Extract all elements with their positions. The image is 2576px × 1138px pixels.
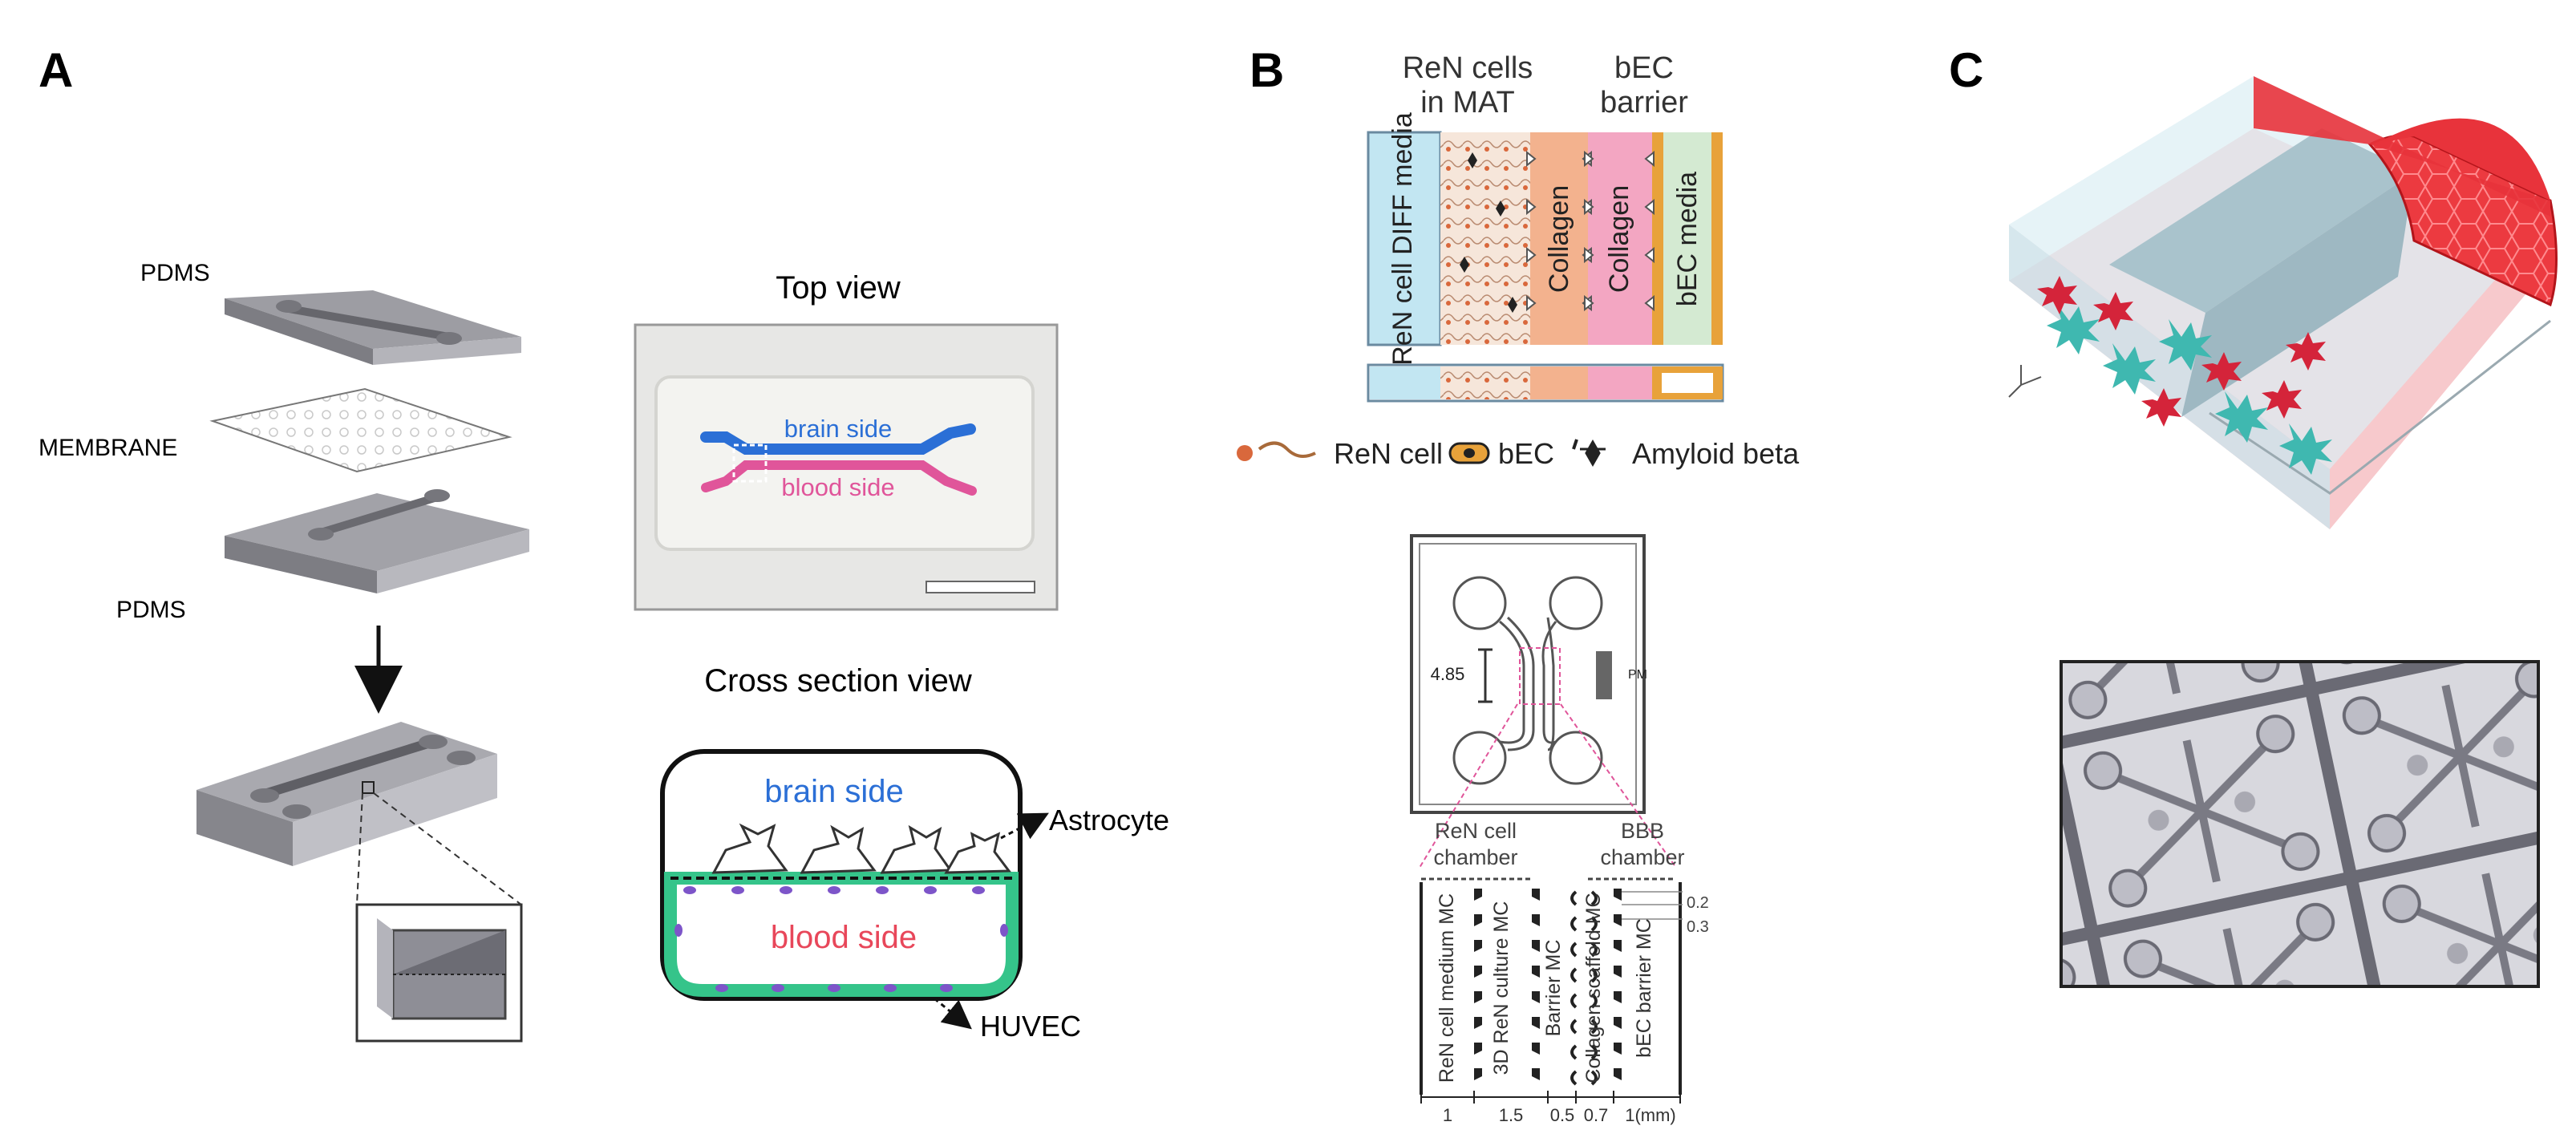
membrane-label: MEMBRANE [38,435,177,461]
ren-chamber-label-line1: ReN cell [1435,819,1517,843]
3d-vessel-model [2009,76,2558,529]
bbb-chamber-label-line2: chamber [1600,845,1684,869]
panel-a: A PDMS MEMBRANE PDMS [38,43,1169,1043]
astrocyte-label: Astrocyte [1049,804,1169,836]
amyloid-plaque-icon [1580,439,1606,468]
header-bec: bEC [1614,51,1674,85]
compartment-collagen-2: Collagen [1604,185,1634,293]
zoom-line-right [373,792,522,905]
chip-mark: PM [1628,668,1647,682]
width-label-1-5: 1.5 [1499,1105,1524,1125]
panel-b-label: B [1250,43,1284,97]
cross-section-title: Cross section view [704,663,972,699]
compartment-legend: ReN cell bEC Amyloid beta [1237,437,1800,470]
assembled-chip [196,722,497,866]
amyloid-fibril-icon [1572,439,1578,450]
panel-c: C [1949,43,2558,988]
channel-collagen-scaffold: Collagen scaffold MC [1582,893,1605,1083]
header-ren-cells: ReN cells [1403,51,1533,85]
membrane-layer [209,387,512,473]
ren-cell-neurite-icon [1258,441,1316,458]
compartment-diagram [1367,131,1724,403]
top-view-blood-side: blood side [781,473,894,501]
legend-bec: bEC [1498,437,1554,470]
channel-layout-diagram [1420,877,1683,1104]
panel-c-label: C [1949,43,1983,97]
gap-label-0-3: 0.3 [1687,918,1709,936]
gap-label-0-2: 0.2 [1687,894,1709,912]
chip-array-micrograph [2060,660,2540,988]
zoom-line-right [1560,703,1677,869]
header-barrier: barrier [1600,86,1688,119]
legend-amyloid-beta: Amyloid beta [1632,437,1800,470]
compartment-bec-media: bEC media [1672,172,1703,306]
channel-bec-barrier: bEC barrier MC [1633,918,1655,1058]
pdms-bottom-layer [225,489,529,593]
top-view-title: Top view [776,270,901,306]
top-view-brain-side: brain side [784,415,892,443]
axis-triad-icon [2008,365,2042,398]
ren-cell-icon [1237,445,1253,461]
pdms-top-label: PDMS [140,260,210,286]
top-view-photo [634,323,1059,611]
bbb-chamber-label-line1: BBB [1621,819,1664,843]
panel-b: B ReN cells in MAT bEC barrier [1237,43,1800,1125]
channel-3d-ren-culture: 3D ReN culture MC [1490,901,1513,1075]
pdms-bottom-label: PDMS [116,597,186,623]
cross-section-diagram [660,749,1023,1001]
channel-ren-medium: ReN cell medium MC [1436,893,1458,1083]
compartment-collagen-1: Collagen [1544,185,1574,293]
width-label-1: 1 [1443,1105,1452,1125]
channel-zoom-inset [355,903,523,1043]
compartment-ren-media: ReN cell DIFF media [1387,112,1418,366]
huvec-pointer [934,997,972,1030]
huvec-label: HUVEC [980,1010,1081,1043]
astrocyte-pointer [1000,812,1049,840]
channel-barrier: Barrier MC [1542,940,1565,1037]
legend-ren-cell: ReN cell [1334,437,1443,470]
pdms-top-layer [225,290,521,365]
width-label-0-7: 0.7 [1584,1105,1609,1125]
panel-a-label: A [38,43,73,97]
cross-section-brain-side: brain side [764,774,903,809]
zoom-line-left [356,792,363,905]
cross-section-blood-side: blood side [771,920,917,955]
embedded-cells [2037,276,2332,475]
ren-chamber-label-line2: chamber [1433,845,1517,869]
chip-dimension-label: 4.85 [1431,664,1465,684]
width-label-0-5: 0.5 [1550,1105,1575,1125]
header-in-mat: in MAT [1420,86,1515,119]
width-label-1mm: 1(mm) [1625,1105,1676,1125]
